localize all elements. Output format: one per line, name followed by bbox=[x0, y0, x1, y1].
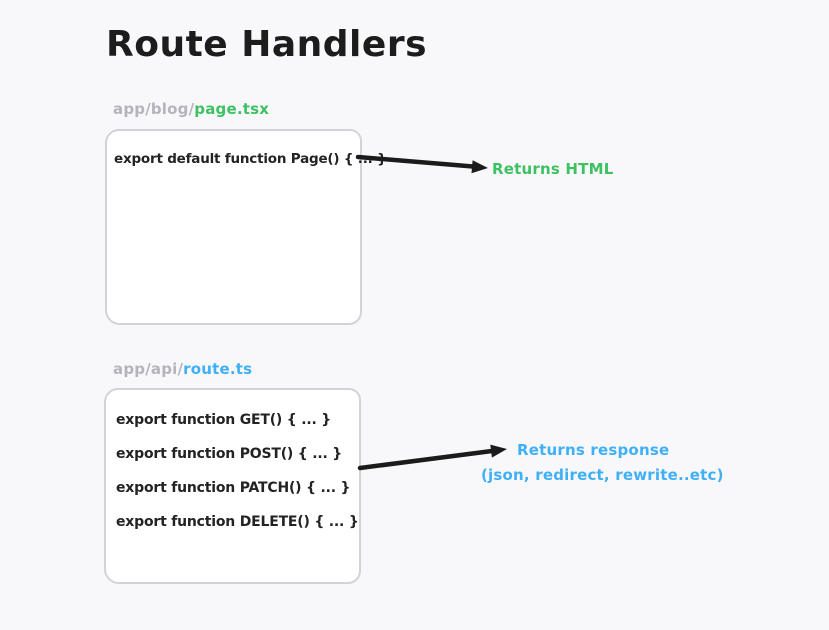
page-title: Route Handlers bbox=[106, 24, 427, 65]
arrow-api-to-response bbox=[357, 444, 507, 471]
returns-response-label: Returns response bbox=[517, 441, 670, 459]
code-line-get: export function GET() { ... } bbox=[116, 412, 332, 428]
api-route-file-label: app/api/route.ts bbox=[113, 360, 252, 378]
page-route-file-name: page.tsx bbox=[194, 100, 270, 118]
returns-response-sublabel: (json, redirect, rewrite..etc) bbox=[481, 466, 724, 484]
api-route-code-box: export function GET() { ... } export fun… bbox=[104, 388, 361, 584]
page-route-path-prefix: app/blog/ bbox=[113, 100, 195, 118]
code-line-delete: export function DELETE() { ... } bbox=[116, 514, 359, 530]
api-route-file-name: route.ts bbox=[183, 360, 253, 378]
api-route-path-prefix: app/api/ bbox=[113, 360, 184, 378]
code-line-post: export function POST() { ... } bbox=[116, 446, 343, 462]
code-line-page: export default function Page() { ... } bbox=[114, 151, 387, 167]
page-route-code-box: export default function Page() { ... } bbox=[105, 129, 387, 325]
returns-html-label: Returns HTML bbox=[492, 160, 614, 178]
code-line-patch: export function PATCH() { ... } bbox=[116, 480, 351, 496]
page-route-file-label: app/blog/page.tsx bbox=[113, 100, 269, 118]
